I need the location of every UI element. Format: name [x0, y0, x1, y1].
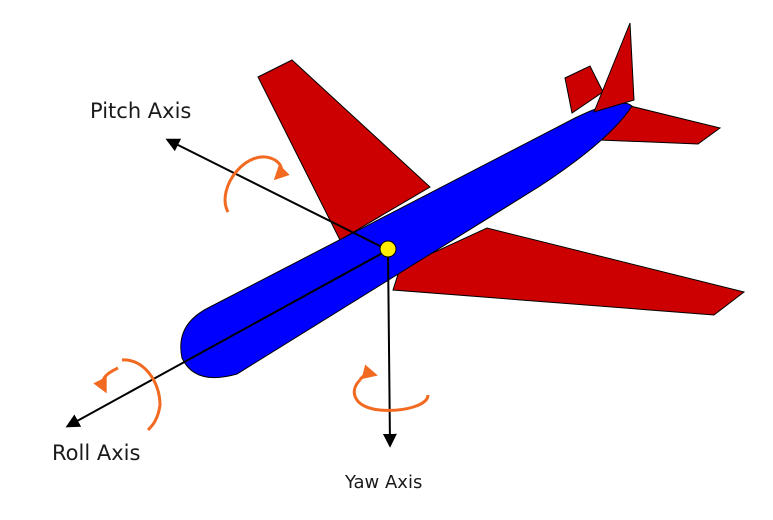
right-wing — [392, 227, 746, 316]
yaw-rotation-arrow — [352, 374, 430, 412]
center-of-gravity-dot — [379, 240, 397, 258]
yaw-axis-label: Yaw Axis — [344, 472, 422, 493]
roll-axis-label: Roll Axis — [52, 441, 140, 465]
roll-rotation-arrow — [103, 358, 162, 432]
left-wing — [257, 59, 431, 241]
pitch-axis-line — [165, 138, 389, 251]
vertical-tail-fin — [593, 22, 635, 113]
pitch-rotation-arrow — [223, 155, 290, 213]
roll-axis-line — [65, 249, 389, 428]
pitch-axis-label: Pitch Axis — [90, 99, 191, 123]
yaw-axis-line — [382, 249, 397, 448]
fuselage — [180, 102, 633, 379]
